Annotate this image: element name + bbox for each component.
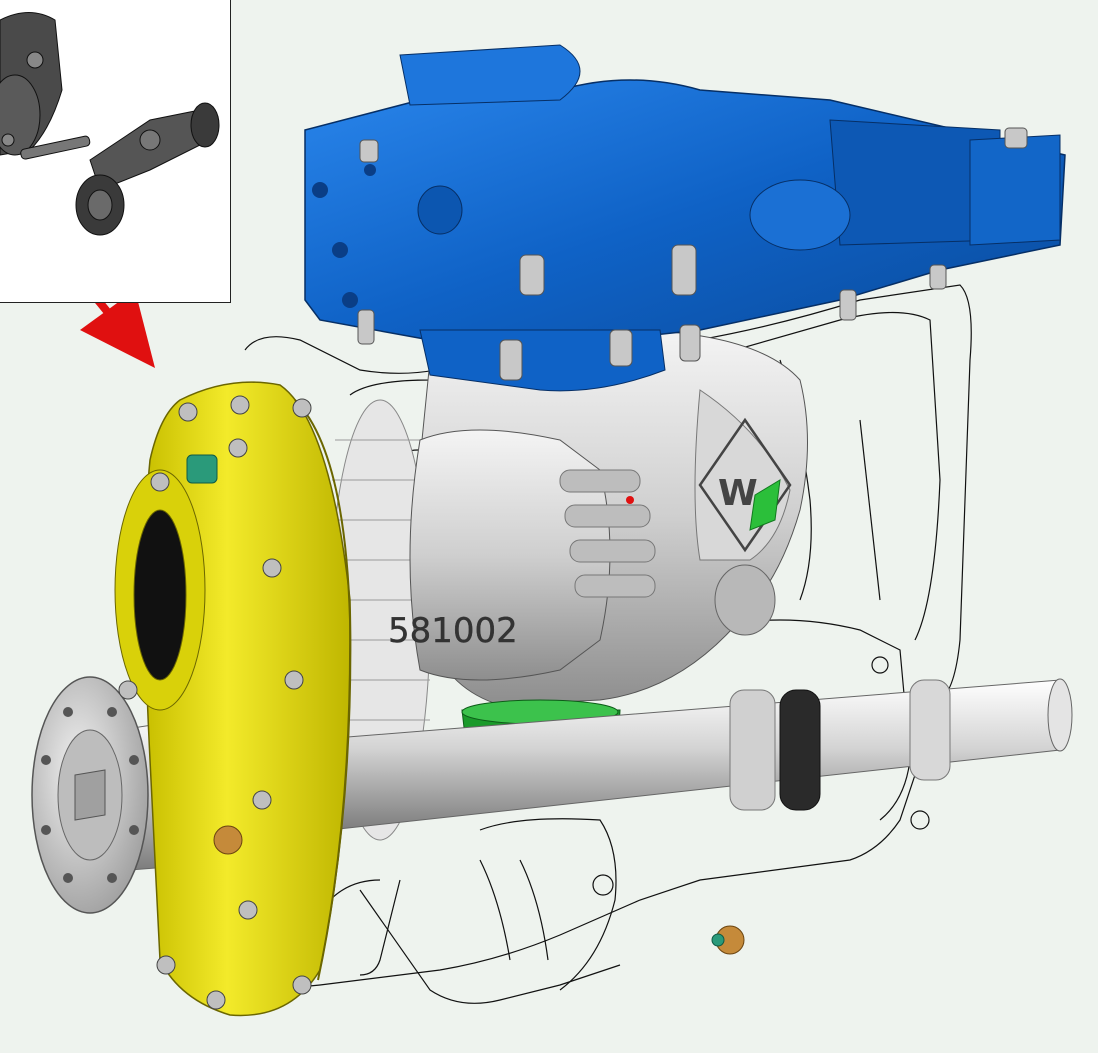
differential-carrier: 581002 [388,429,656,681]
inset-thumbnail [0,0,231,303]
output-shaft [309,678,1073,831]
logo-letter: W [718,473,758,514]
part-number-label: 581002 [388,611,518,651]
blue-top-housing [304,44,1066,392]
drain-plug [711,925,745,955]
yellow-end-cover [114,381,352,1017]
vehicle-drivetrain-thumbnail-icon [0,0,230,302]
